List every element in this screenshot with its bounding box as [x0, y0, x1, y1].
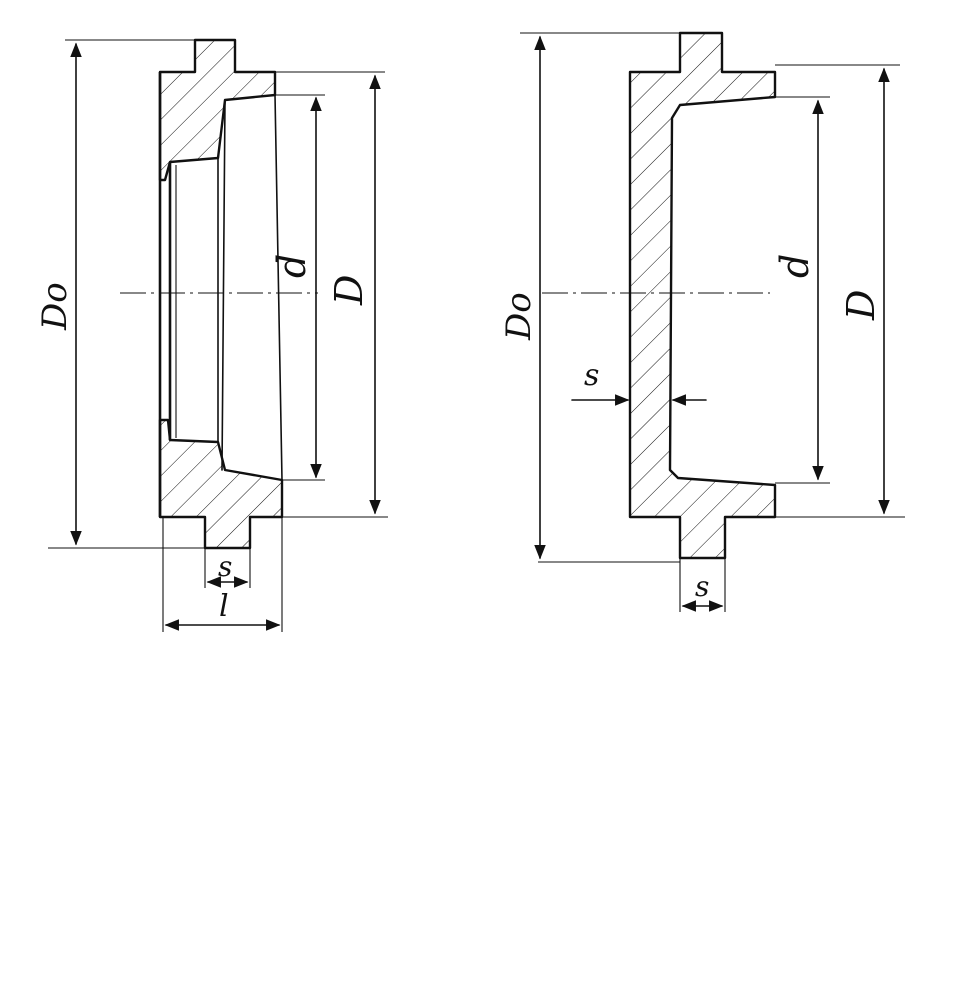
- right-label-d: d: [773, 254, 817, 278]
- left-section-view: Do D d s l: [35, 38, 388, 632]
- left-cavity-outline: [221, 99, 226, 471]
- left-body-lower: [158, 418, 284, 550]
- right-label-D: D: [839, 290, 883, 321]
- right-label-s-bottom: s: [695, 570, 709, 603]
- left-label-d: d: [270, 254, 314, 278]
- right-section-view: Do D d s s: [499, 31, 905, 612]
- right-body: [628, 31, 777, 560]
- left-mouth-right: [274, 94, 283, 481]
- left-label-Do: Do: [35, 282, 75, 331]
- left-label-D: D: [327, 275, 371, 306]
- right-label-s-side: s: [584, 358, 599, 393]
- left-label-l: l: [219, 589, 229, 624]
- right-label-Do: Do: [499, 292, 539, 341]
- left-label-s: s: [218, 550, 232, 583]
